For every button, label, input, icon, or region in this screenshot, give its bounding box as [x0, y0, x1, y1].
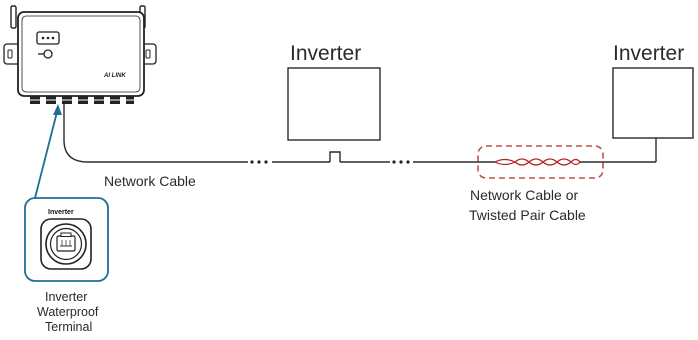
terminal-caption-line1: Inverter — [45, 290, 87, 304]
logger-brand-label: AI LINK — [103, 73, 126, 79]
inverter-2-label: Inverter — [613, 42, 684, 65]
data-logger: AI LINK — [3, 5, 157, 104]
waterproof-terminal-icon — [40, 218, 92, 270]
alt-cable-label-line2: Twisted Pair Cable — [469, 207, 586, 223]
inverter-2-box — [612, 67, 694, 139]
logger-ports — [30, 96, 134, 104]
twisted-pair-wire-a — [494, 158, 581, 163]
inverter-1: Inverter — [287, 42, 381, 141]
cable-continuation-dots — [250, 160, 410, 164]
inverter-1-box — [287, 67, 381, 141]
inverter-2: Inverter — [612, 42, 694, 139]
inverter-1-label: Inverter — [290, 42, 361, 65]
twisted-pair-wire-b — [494, 161, 581, 166]
callout-arrow — [34, 104, 62, 199]
network-cable-label: Network Cable — [104, 173, 196, 189]
network-cable — [63, 104, 657, 163]
alt-cable-label-line1: Network Cable or — [470, 187, 578, 203]
terminal-caption-line2: Waterproof — [37, 305, 99, 319]
terminal-detail-panel: Inverter — [24, 197, 109, 282]
terminal-panel-title: Inverter — [48, 209, 74, 216]
inverter-1-tap — [329, 151, 341, 162]
reset-button-icon — [43, 49, 53, 59]
twisted-pair-callout — [477, 145, 604, 179]
logger-body — [17, 11, 145, 97]
twisted-pair-dashed-box — [477, 145, 604, 179]
antenna-left — [10, 5, 17, 29]
terminal-caption-line3: Terminal — [45, 320, 92, 334]
